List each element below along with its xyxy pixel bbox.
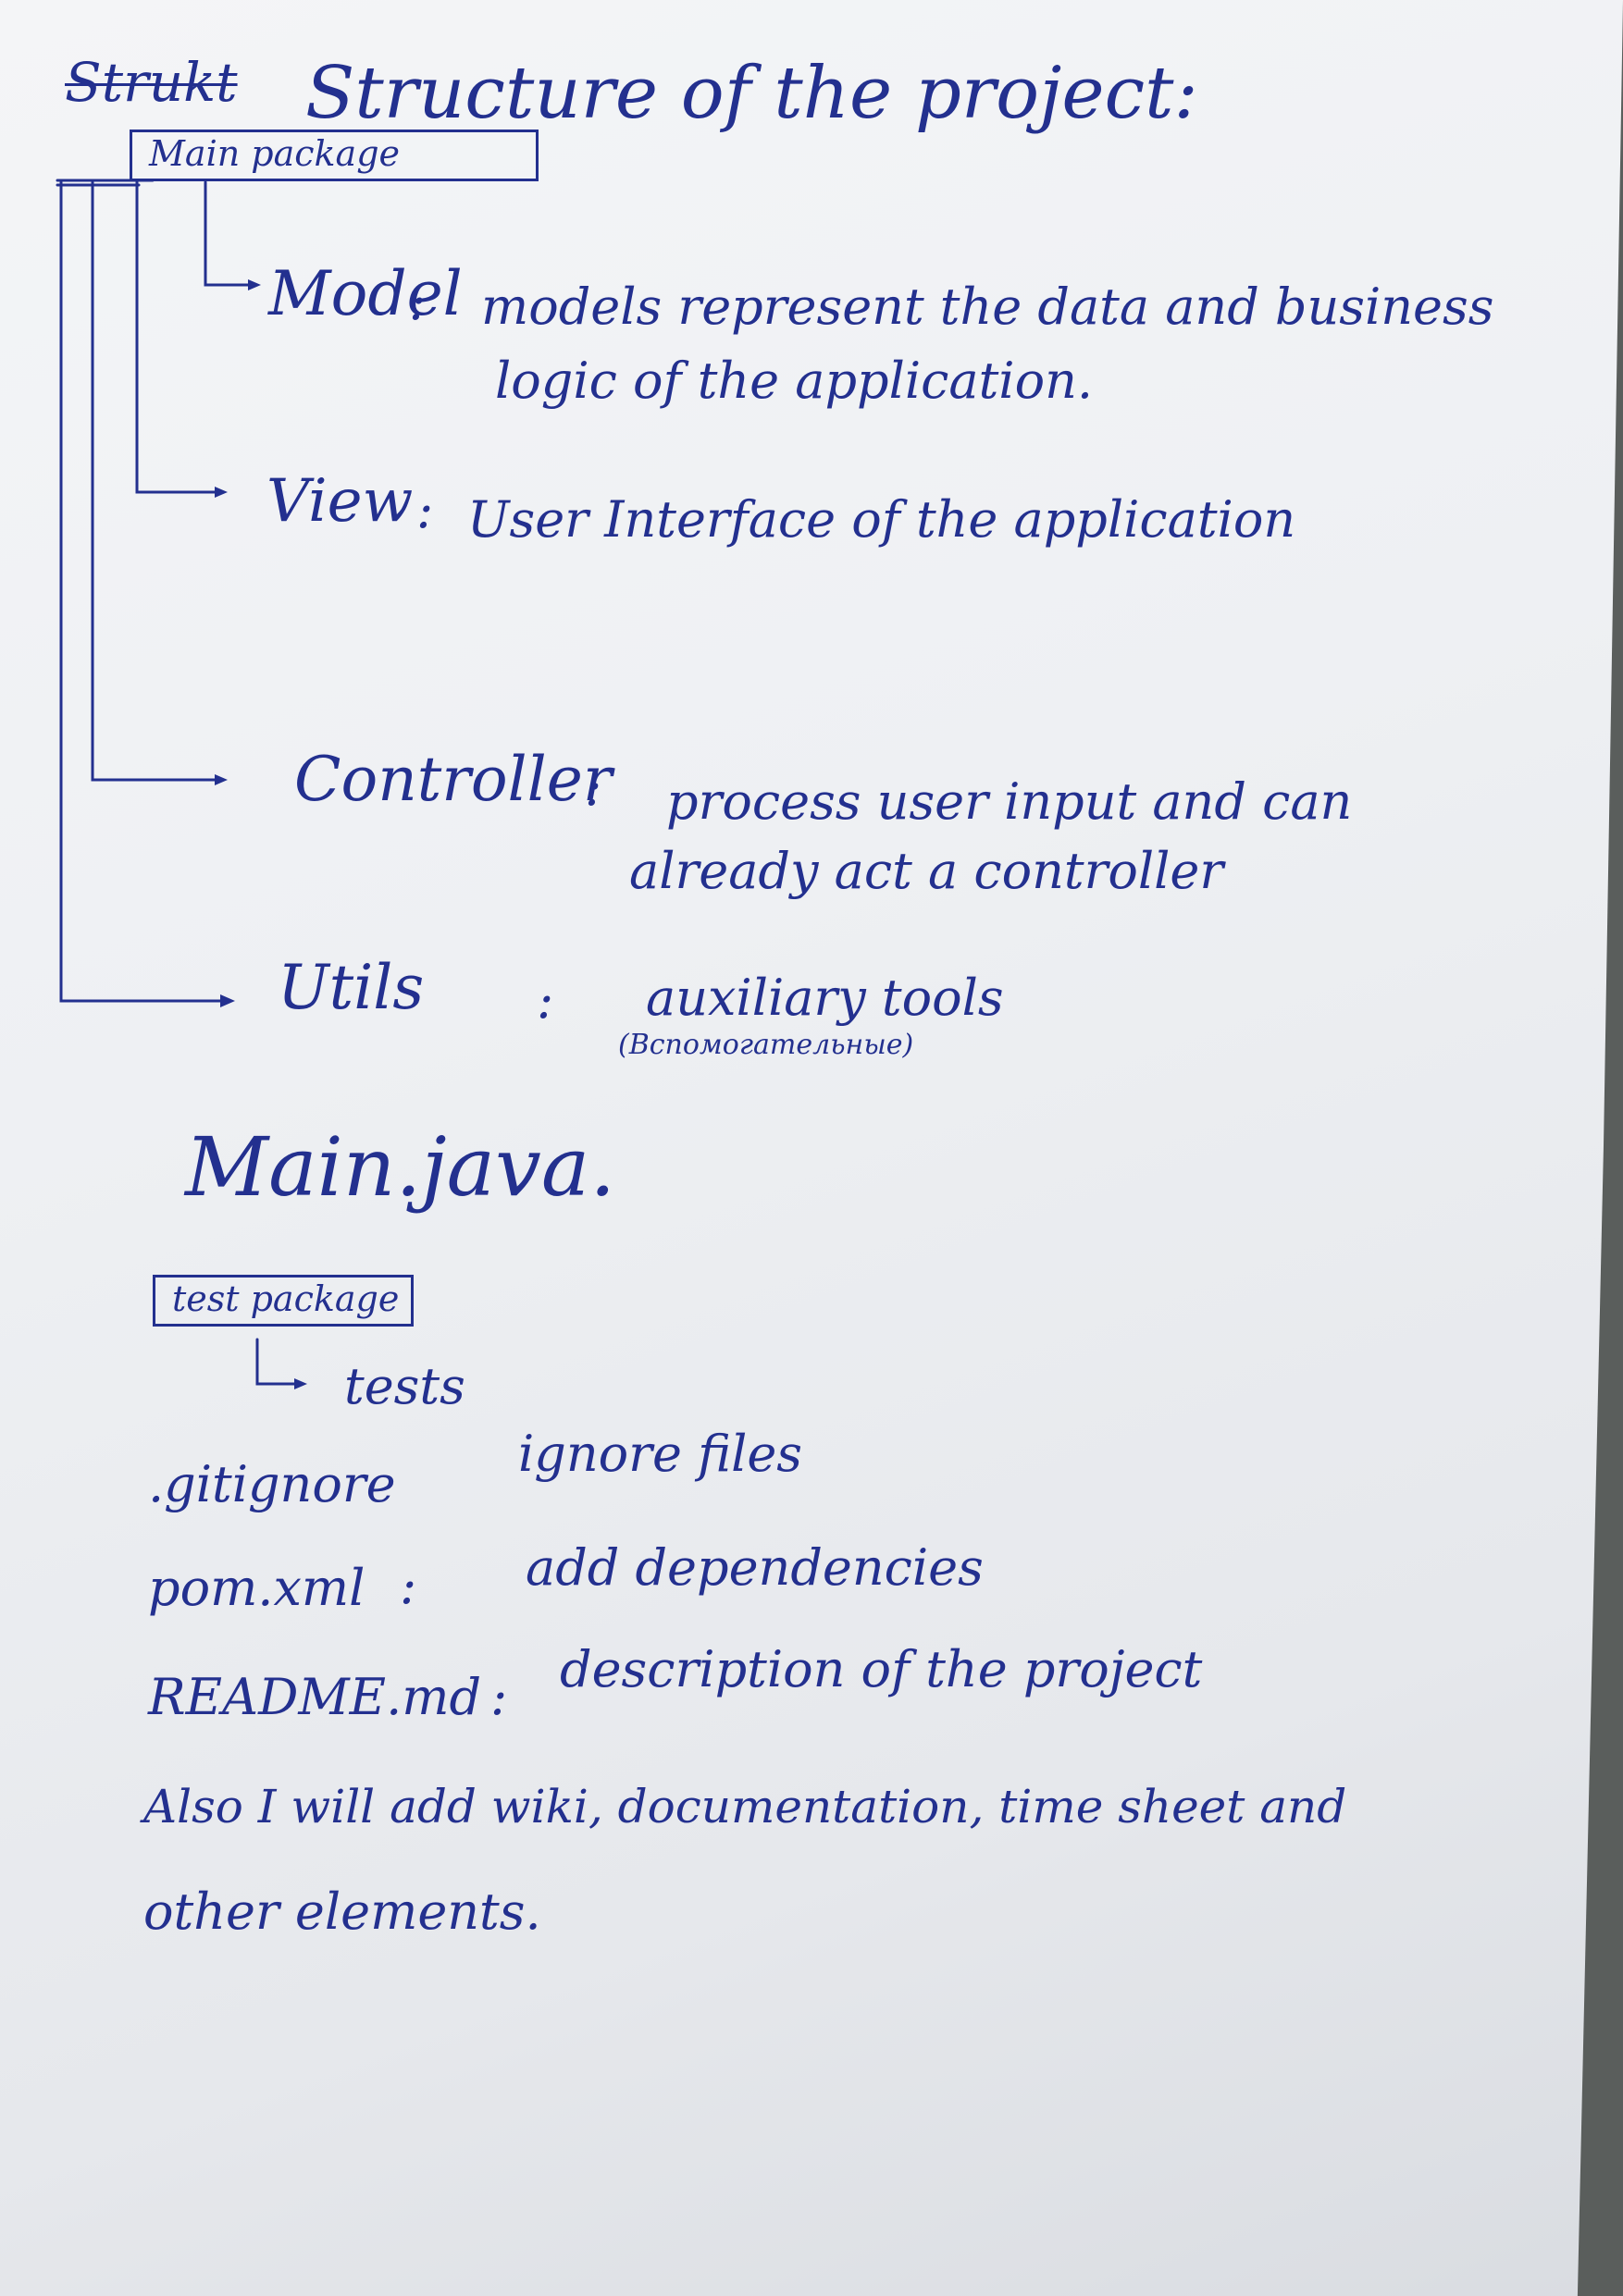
utils-sep: : [537,971,554,1030]
tree-item-view: View [266,467,414,536]
pom-desc: add dependencies [526,1538,984,1597]
tree-item-utils: Utils [278,952,425,1023]
controller-desc-line1: process user input and can [666,772,1353,831]
utils-desc: auxiliary tools [646,969,1004,1027]
struck-word: Strukt [65,51,238,114]
view-desc: User Interface of the application [467,490,1296,549]
tree-item-model: Model [268,258,463,329]
main-package-box: Main package [130,130,539,181]
controller-sep: : [585,759,602,817]
readme-desc: description of the project [560,1640,1203,1698]
page-title: Structure of the project: [305,52,1198,135]
view-sep: : [416,481,434,539]
tree-item-controller: Controller [294,744,613,815]
model-desc-line1: models represent the data and business [481,278,1494,336]
tests-item: tests [344,1357,465,1415]
pom-sep: : [400,1557,417,1615]
also-line2: other elements. [143,1882,541,1941]
pom-file: pom.xml [148,1559,365,1617]
main-java-file: Main.java. [185,1119,616,1215]
controller-desc-line2: already act a controller [629,842,1224,900]
model-sep: : [409,273,427,331]
utils-desc-translation: (Вспомогательные) [618,1029,914,1061]
readme-sep: : [490,1668,508,1726]
gitignore-file: .gitignore [148,1455,396,1513]
readme-file: README.md [148,1668,482,1726]
also-line1: Also I will add wiki, documentation, tim… [143,1780,1347,1833]
test-package-box: test package [153,1275,414,1327]
model-desc-line2: logic of the application. [495,352,1094,410]
gitignore-desc: ignore files [518,1425,803,1483]
